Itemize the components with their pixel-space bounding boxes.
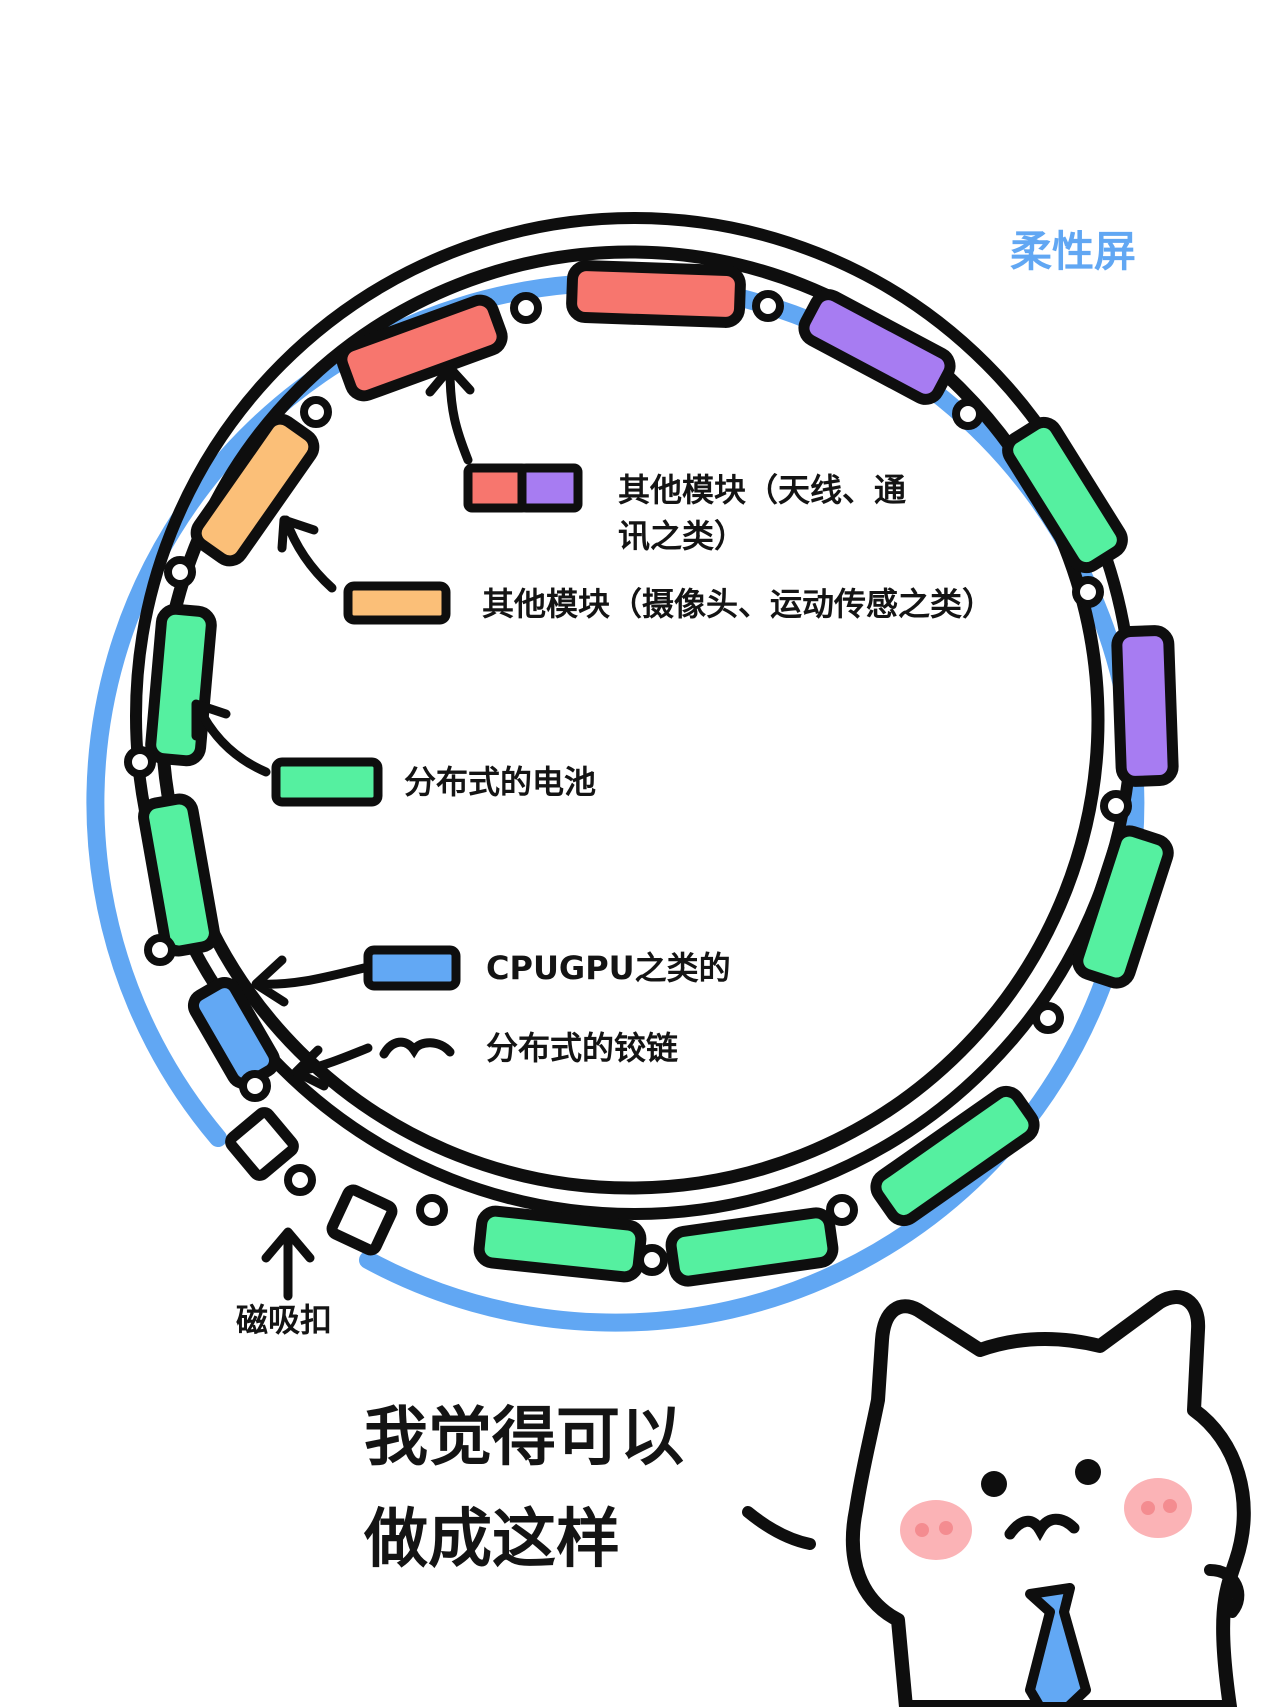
cat-mouth (1004, 1513, 1080, 1542)
legend-hinge-glyph (379, 1037, 455, 1059)
left-eye (981, 1471, 1007, 1497)
arrow-antenna (425, 363, 475, 465)
module-purple-upper-right (798, 289, 956, 405)
module-red-upper-left (336, 294, 508, 402)
legend-swatch-purple (517, 463, 583, 513)
cat-body (846, 1290, 1251, 1707)
arrow-camera (277, 515, 337, 593)
module-green-bottom-left (473, 1205, 647, 1283)
arrow-battery (191, 699, 271, 777)
hinge-bumps (124, 290, 1132, 1276)
left-cheek (900, 1500, 972, 1560)
label-magnet: 磁吸扣 (236, 1301, 333, 1339)
flexible-screen-ring (86, 273, 1145, 1332)
ring-modules (138, 260, 1179, 1287)
arrow-magnet (261, 1227, 315, 1301)
label-module-antenna-line2: 讯之类） (618, 517, 747, 555)
speech-line-1: 我觉得可以 (364, 1401, 684, 1475)
legend-swatch-green (271, 757, 383, 807)
cheek-dots (915, 1499, 1177, 1537)
label-battery: 分布式的电池 (404, 763, 597, 801)
module-green-left-mid (145, 603, 217, 767)
legend-swatch-red (463, 463, 531, 513)
right-eye (1075, 1459, 1101, 1485)
module-green-bottom-right (870, 1085, 1040, 1227)
legend-swatch-orange (343, 581, 451, 625)
label-cpu: CPUGPU之类的 (486, 949, 731, 987)
label-hinge: 分布式的铰链 (486, 1029, 679, 1067)
module-green-bottom-mid (665, 1207, 839, 1287)
module-purple-right (1111, 625, 1179, 787)
magnet-block-1 (225, 1107, 299, 1181)
speech-line-2: 做成这样 (364, 1503, 620, 1577)
magnet-block-2 (326, 1184, 398, 1256)
module-orange-left (190, 413, 320, 567)
arrow-hinge (291, 1043, 373, 1091)
cat-arm (1204, 1564, 1245, 1618)
speech-mark-icon (742, 1506, 816, 1550)
arrows (191, 363, 475, 1301)
module-green-right-upper (1002, 416, 1128, 574)
legend-swatches (271, 463, 583, 991)
right-cheek (1124, 1478, 1192, 1538)
legend-swatch-blue (363, 945, 461, 991)
label-module-camera: 其他模块（摄像头、运动传感之类） (482, 585, 995, 623)
cat-mascot (742, 1290, 1251, 1707)
arrow-cpu (251, 955, 369, 1007)
label-module-antenna-line1: 其他模块（天线、通 (618, 471, 907, 509)
module-green-right-lower (1072, 825, 1174, 989)
module-green-left-lower (138, 793, 220, 957)
label-flexible-screen: 柔性屏 (1010, 227, 1137, 276)
module-red-top (566, 260, 746, 328)
tie-icon (1025, 1583, 1091, 1707)
